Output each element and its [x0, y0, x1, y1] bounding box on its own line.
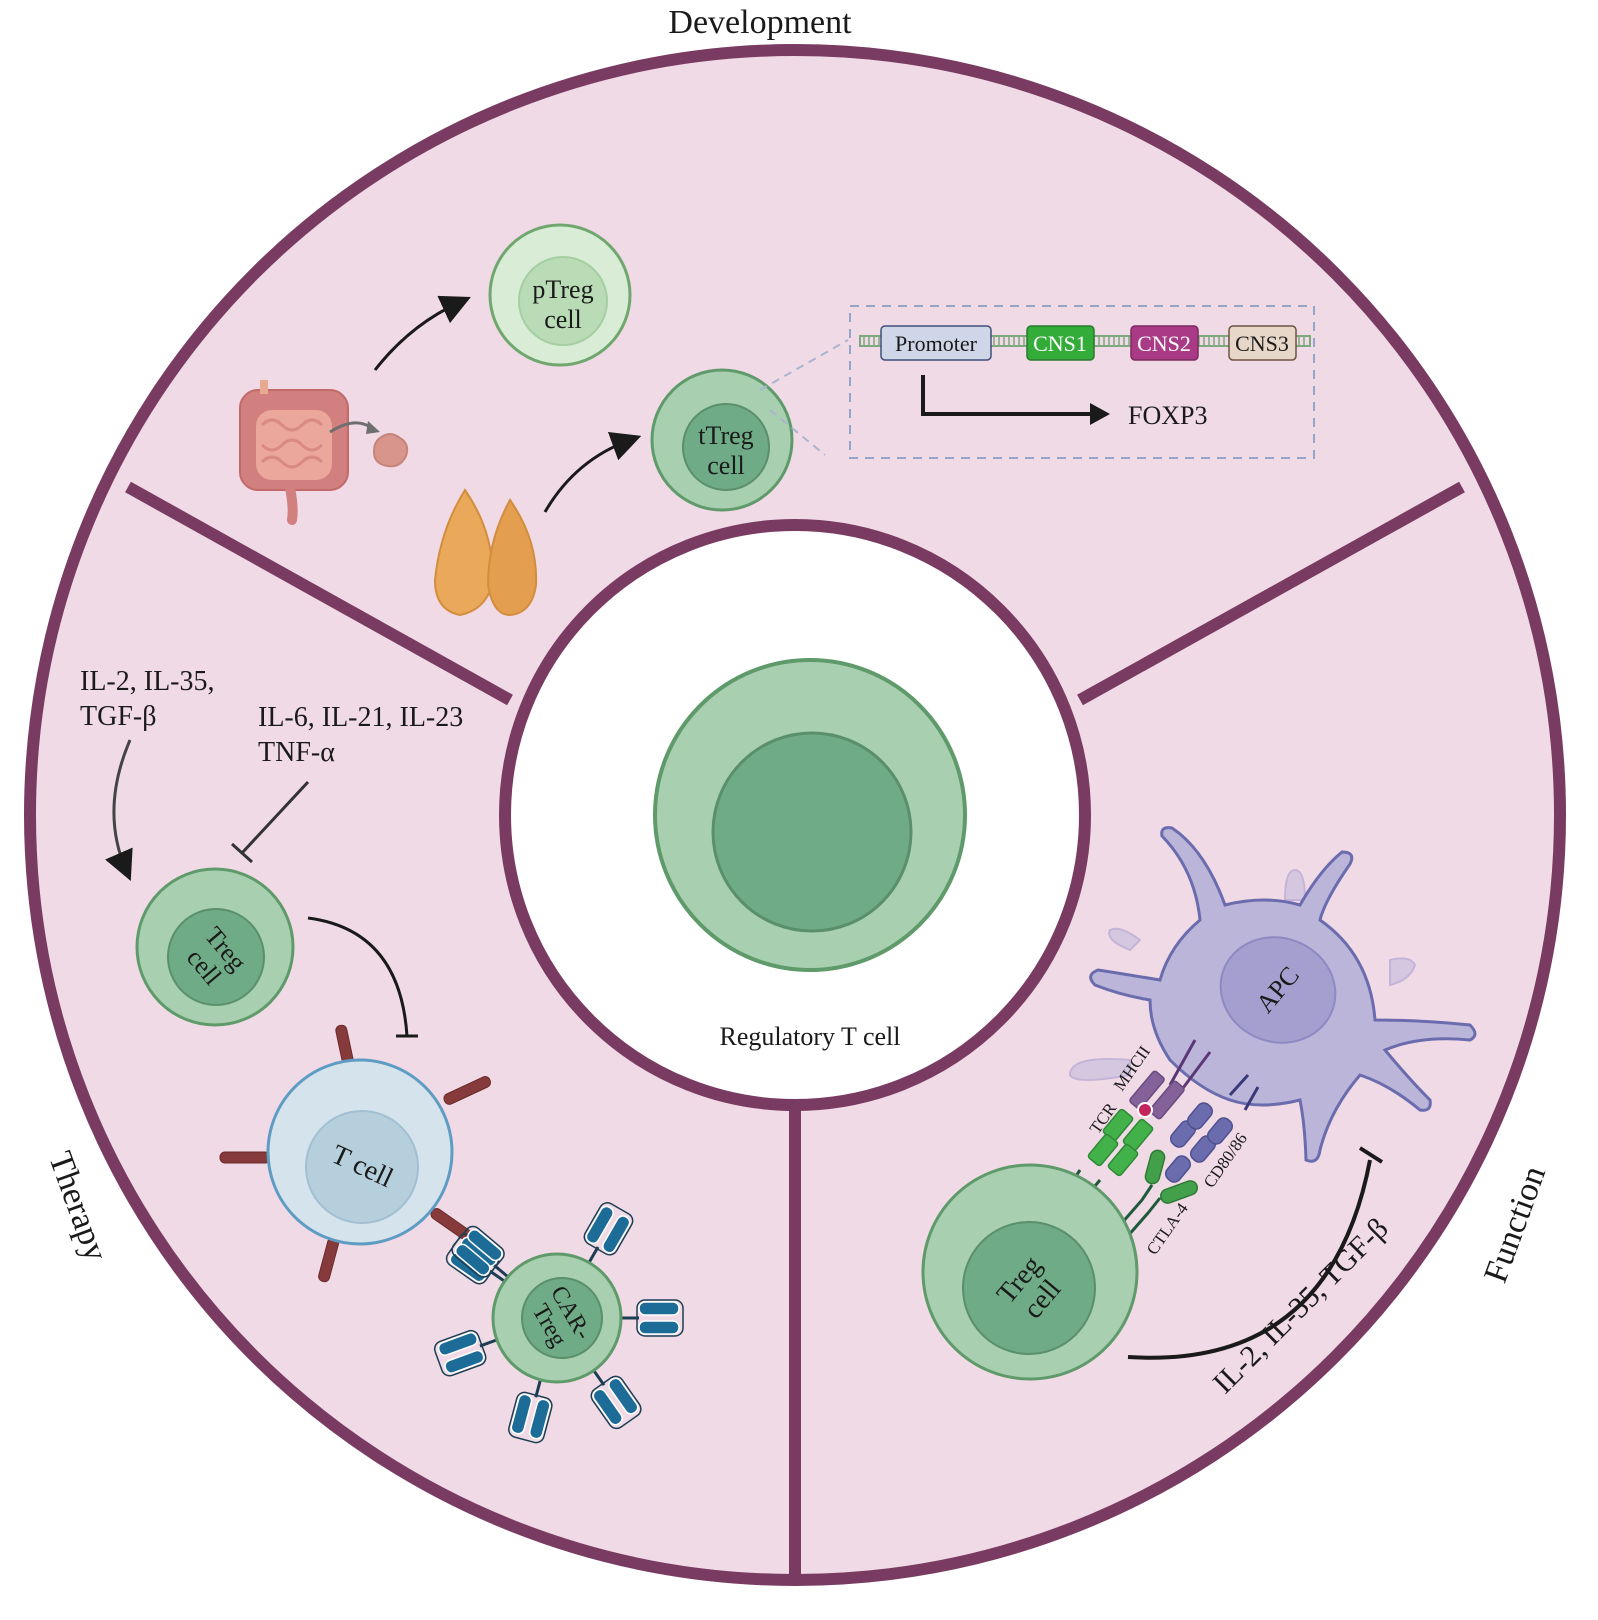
car-receptor: [621, 1299, 684, 1337]
divider-left: [125, 481, 513, 706]
center-title: Regulatory T cell: [720, 1022, 901, 1051]
svg-text:tTreg: tTreg: [698, 421, 753, 450]
center-treg-nucleus: [711, 731, 913, 933]
ptreg-cell: pTreg cell: [488, 223, 632, 367]
lymph-node-icon: [372, 433, 409, 468]
cns1-element: [1026, 325, 1095, 361]
promote-arrow: [105, 739, 133, 882]
svg-text:CNS2: CNS2: [1137, 331, 1191, 356]
apc-cell: APC: [1068, 826, 1477, 1163]
car-receptors: [433, 1202, 684, 1444]
car-receptor: [583, 1202, 634, 1264]
zoom-line-top: [759, 339, 849, 391]
svg-text:Promoter: Promoter: [895, 331, 978, 356]
inhibiting-cytokines-line2: TNF-α: [258, 737, 335, 768]
function-treg-cell: Treg cell: [921, 1163, 1139, 1381]
thymus-icon: [433, 488, 538, 617]
svg-text:CNS3: CNS3: [1235, 331, 1289, 356]
section-label-function: Function: [1477, 1161, 1553, 1287]
arrowhead: [366, 421, 380, 434]
svg-text:cell: cell: [707, 451, 745, 480]
cns2-element: [1130, 325, 1199, 361]
car-receptor: [451, 1225, 509, 1279]
inhibit-line: [240, 780, 310, 855]
inhibit-bar: [230, 842, 254, 864]
promoter-element: [880, 325, 992, 361]
suppression-arc: [307, 916, 409, 1037]
section-label-therapy: Therapy: [41, 1147, 115, 1266]
arrowhead: [1090, 403, 1110, 425]
secretion-arc: [1127, 1159, 1372, 1360]
car-treg-cell: CAR- Treg: [433, 1202, 684, 1444]
intestine-icon: [239, 380, 349, 525]
arrow-to-ttreg: [543, 432, 642, 513]
cns3-element: [1228, 325, 1297, 361]
svg-text:pTreg: pTreg: [532, 275, 593, 304]
t-cell: T cell: [219, 1024, 492, 1283]
car-receptor: [590, 1369, 642, 1430]
section-label-development: Development: [668, 4, 852, 41]
foxp3-label: FOXP3: [1128, 401, 1207, 430]
foxp3-gene-box: Promoter CNS1 CNS2 CNS3 FOXP3: [849, 305, 1315, 459]
arrow-to-ptreg: [373, 295, 471, 371]
car-receptor: [433, 1329, 498, 1377]
promoting-cytokines-line1: IL-2, IL-35,: [80, 666, 215, 697]
car-receptor: [508, 1379, 553, 1444]
divider-right: [1077, 481, 1465, 706]
antigen-peptide: [1137, 1102, 1153, 1118]
promoting-cytokines-line2: TGF-β: [80, 701, 156, 732]
transcription-arrow: [921, 375, 1095, 416]
therapy-treg-cell: Treg cell: [135, 867, 295, 1027]
inhibiting-cytokines-line1: IL-6, IL-21, IL-23: [258, 702, 463, 733]
svg-text:cell: cell: [544, 305, 582, 334]
secretion-inhibit-bar: [1358, 1146, 1384, 1164]
svg-text:CNS1: CNS1: [1033, 331, 1087, 356]
ttreg-cell: tTreg cell: [650, 368, 794, 512]
zoom-line-bottom: [769, 409, 826, 456]
